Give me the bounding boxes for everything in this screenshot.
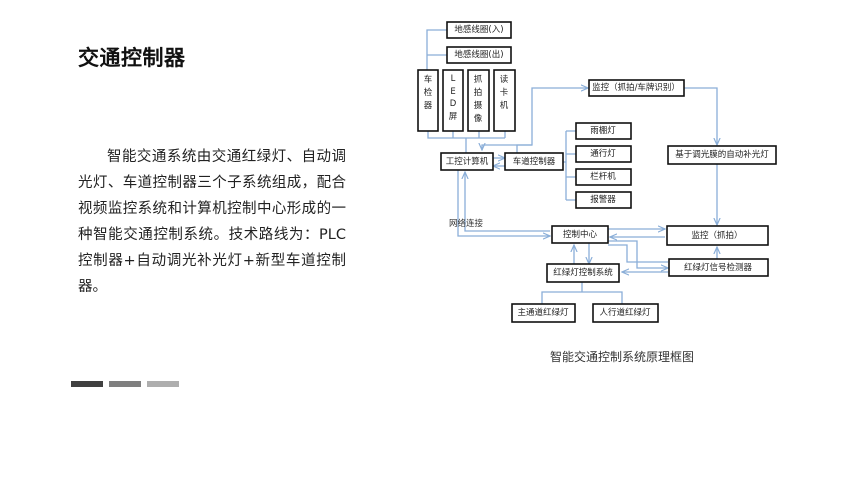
line-network-up [465, 172, 550, 232]
node-label-char: 摄 [474, 100, 483, 111]
node-traffic-light-ctrl: 红绿灯控制系统 [546, 263, 620, 283]
node-label: 主通道红绿灯 [517, 307, 569, 318]
decor-bar-light [147, 381, 179, 387]
line-tlc-lights [541, 282, 623, 304]
line-network-down [457, 170, 550, 236]
node-label-char: 卡 [500, 87, 509, 98]
node-barrier: 栏杆机 [575, 168, 632, 186]
node-auto-fill-light: 基于调光膜的自动补光灯 [667, 145, 777, 165]
description-paragraph: 智能交通系统由交通红绿灯、自动调光灯、车道控制器三个子系统组成，配合视频监控系统… [78, 149, 346, 295]
network-connection-label: 网络连接 [449, 218, 484, 229]
line-loop-in [426, 29, 447, 70]
node-main-road-light: 主通道红绿灯 [511, 303, 576, 323]
node-vehicle-detector: 车 检 器 [417, 69, 439, 132]
node-label: 基于调光膜的自动补光灯 [675, 149, 769, 160]
diagram-caption: 智能交通控制系统原理框图 [550, 349, 694, 364]
line-devices-bus [427, 131, 506, 154]
node-capture-camera: 抓 拍 摄 像 [467, 69, 490, 132]
node-card-reader: 读 卡 机 [493, 69, 516, 132]
node-loop-out: 地感线圈(出) [446, 46, 512, 64]
node-loop-in: 地感线圈(入) [446, 21, 512, 39]
node-lane-controller: 车道控制器 [504, 152, 564, 171]
node-label: 工控计算机 [446, 156, 489, 167]
decor-bar-mid [109, 381, 141, 387]
line-to-fill-light [684, 87, 717, 145]
line-cc-detector [608, 240, 668, 268]
slide-title: 交通控制器 [78, 46, 186, 70]
node-label-char: 像 [474, 113, 483, 124]
node-label: 红绿灯控制系统 [553, 267, 613, 278]
decor-bar-dark [71, 381, 103, 387]
node-label: 监控（抓拍/车牌识别） [592, 82, 680, 93]
node-control-center: 控制中心 [551, 225, 609, 244]
node-label-char: 读 [500, 74, 509, 85]
node-label-char: 车 [424, 74, 433, 85]
node-led-screen: L E D 屏 [442, 69, 464, 132]
node-label: 红绿灯信号检测器 [684, 262, 753, 273]
node-label: 地感线圈(出) [454, 49, 503, 60]
node-label-char: 屏 [449, 112, 458, 122]
line-lane-outputs [563, 130, 576, 201]
line-return-ipc [482, 145, 532, 150]
node-label: 地感线圈(入) [454, 24, 503, 35]
node-label: 监控（抓拍） [691, 230, 742, 241]
node-signal-detector: 红绿灯信号检测器 [668, 258, 769, 277]
node-pedestrian-light: 人行道红绿灯 [592, 303, 659, 323]
decor-bars [71, 381, 179, 387]
node-monitor-plate: 监控（抓拍/车牌识别） [588, 79, 685, 97]
node-label-char: 机 [500, 100, 509, 111]
node-label-char: D [450, 99, 457, 109]
node-label: 人行道红绿灯 [599, 307, 651, 318]
node-alarm: 报警器 [575, 191, 632, 209]
node-label: 报警器 [590, 194, 616, 205]
node-label-char: 抓 [474, 74, 483, 85]
node-label: 控制中心 [563, 229, 598, 240]
node-label: 车道控制器 [513, 156, 556, 167]
node-label: 通行灯 [590, 148, 616, 159]
node-canopy-light: 雨棚灯 [575, 122, 632, 140]
node-ipc: 工控计算机 [440, 152, 494, 171]
node-label-char: L [451, 74, 456, 84]
node-label-char: E [450, 87, 455, 97]
node-pass-light: 通行灯 [575, 145, 632, 163]
node-label: 雨棚灯 [590, 125, 616, 136]
line-cc-detector-2 [608, 244, 668, 263]
connector-lines [426, 29, 717, 304]
node-label-char: 器 [424, 101, 433, 111]
node-label-char: 检 [424, 87, 433, 98]
node-monitor-capture: 监控（抓拍） [666, 225, 769, 246]
node-label: 栏杆机 [590, 171, 616, 182]
node-label-char: 拍 [474, 87, 483, 98]
